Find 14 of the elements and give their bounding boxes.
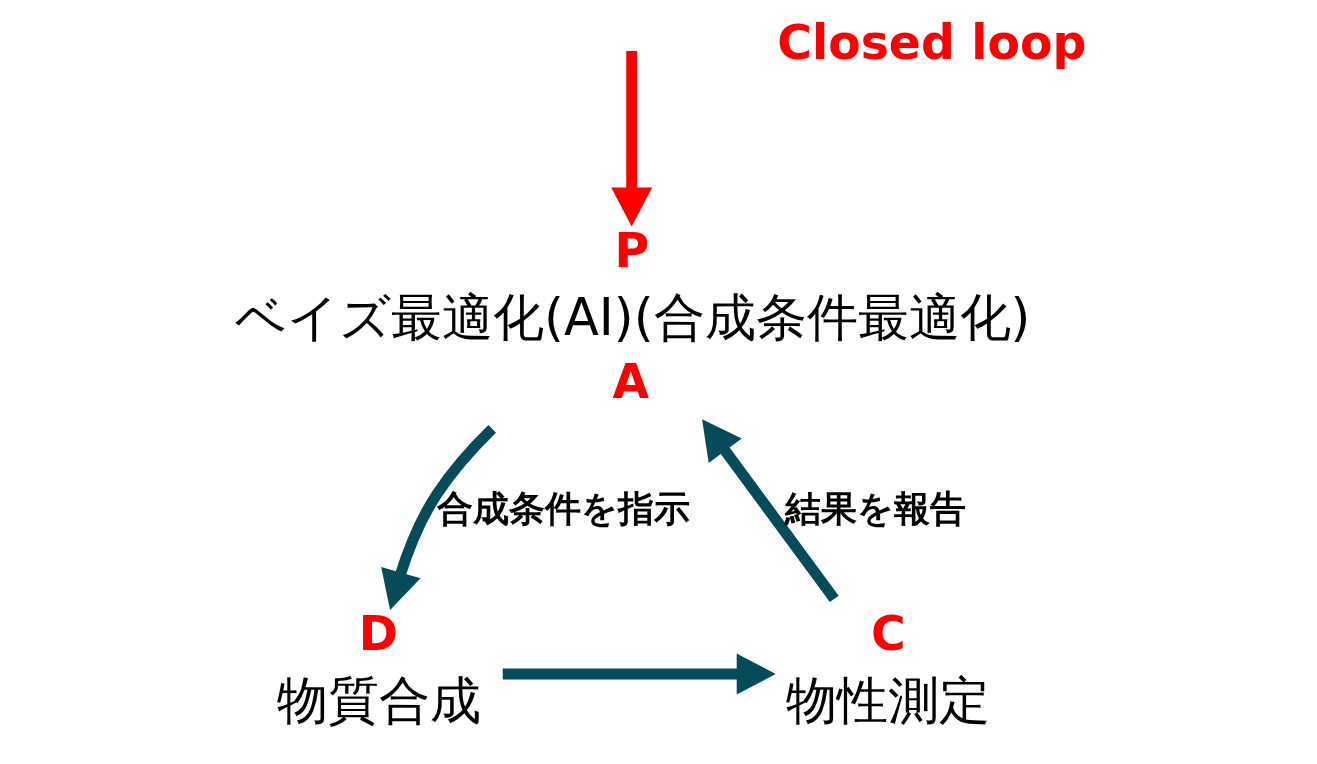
node-label: A — [612, 354, 649, 410]
edge-label: 合成条件を指示 — [436, 487, 690, 531]
node-text: ベイズ最適化(AI)(合成条件最適化) — [234, 288, 1030, 348]
arrow — [701, 419, 839, 603]
node-label: C — [870, 605, 906, 661]
label: Closed loop — [776, 14, 1086, 70]
edge-label: 結果を報告 — [784, 487, 966, 531]
node-text: 物性測定 — [785, 671, 990, 731]
arrow — [380, 424, 496, 611]
node-label: P — [613, 223, 649, 279]
node-label: D — [358, 605, 398, 661]
arrow — [610, 51, 652, 227]
arrow — [502, 653, 776, 695]
node-text: 物質合成 — [276, 671, 481, 731]
